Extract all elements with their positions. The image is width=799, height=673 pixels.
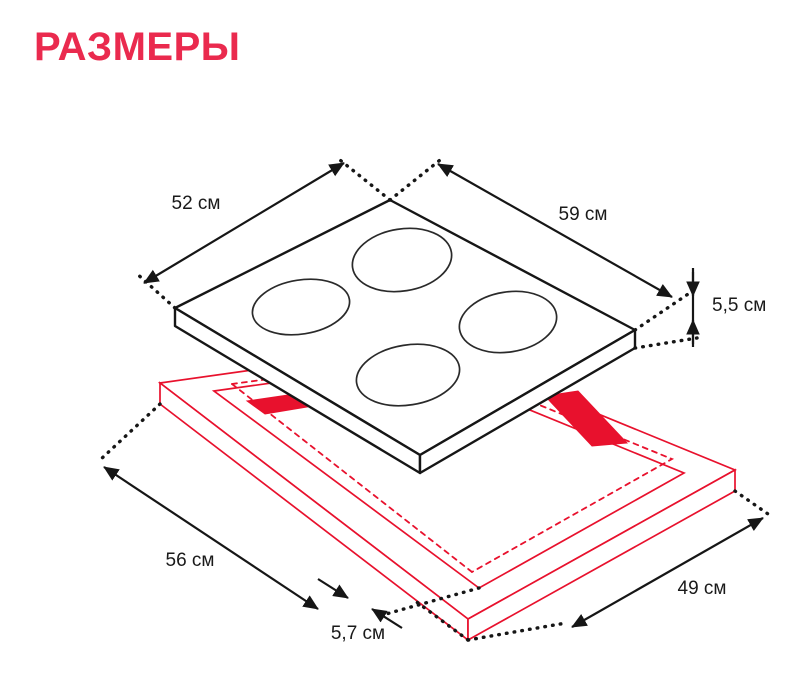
witness-line-top-left (338, 158, 392, 202)
page-title: РАЗМЕРЫ (34, 25, 241, 69)
witness-line-cutout-left (98, 402, 162, 462)
label-59-cm: 59 см (559, 204, 608, 225)
label-52-cm: 52 см (172, 193, 221, 214)
cutout-tab-right (543, 390, 629, 447)
witness-line-cutout-front-left (412, 598, 470, 642)
extension-lines (98, 158, 770, 642)
dimension-arrows (103, 162, 764, 629)
label-56-cm: 56 см (166, 550, 215, 571)
arrow-5-7-cm-left (371, 608, 403, 629)
witness-line-cutout-right (733, 489, 770, 516)
arrow-49-cm (571, 517, 764, 628)
label-49-cm: 49 см (678, 578, 727, 599)
witness-line-right-bottom (633, 336, 699, 350)
arrow-59-cm (437, 163, 673, 298)
dimension-labels: 52 см 59 см 5,5 см 56 см 49 см 5,7 см (166, 193, 767, 644)
witness-line-top-right (388, 158, 442, 202)
witness-line-cutout-offset (384, 586, 481, 616)
burner-front (355, 343, 461, 407)
label-5-7-cm: 5,7 см (331, 623, 385, 644)
arrow-52-cm (143, 162, 345, 284)
arrow-56-cm (103, 466, 319, 610)
cutout-hidden-edge-dashed-2 (231, 383, 473, 573)
witness-line-cutout-front-right (466, 621, 568, 642)
label-5-5-cm: 5,5 см (712, 295, 766, 316)
arrow-5-7-cm-right (317, 578, 349, 599)
witness-line-left (133, 270, 177, 310)
cutout-tab-left (245, 394, 309, 415)
